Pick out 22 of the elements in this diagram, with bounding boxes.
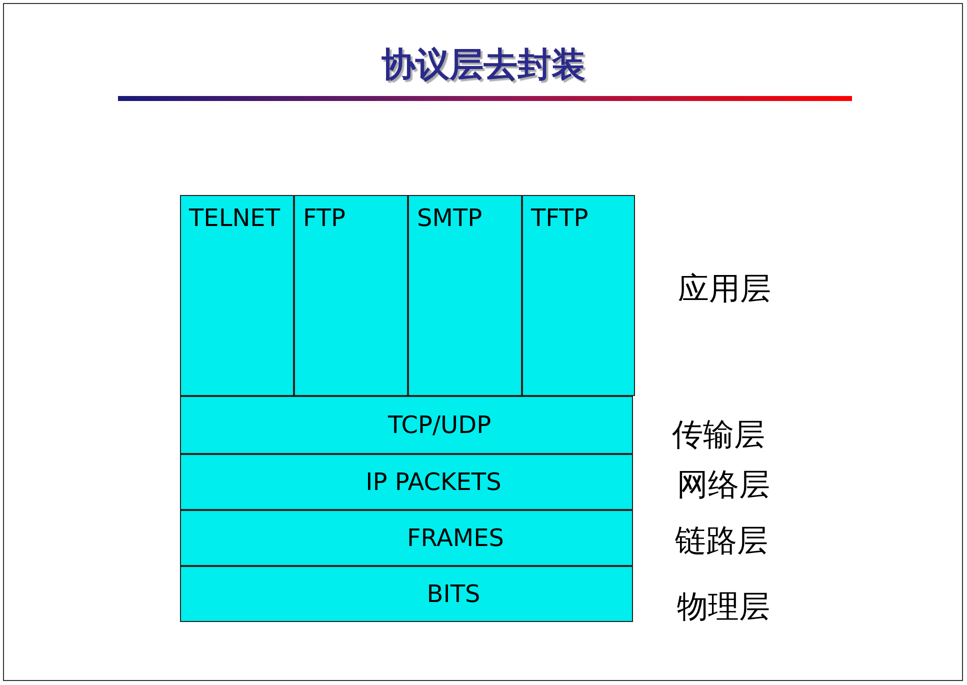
protocol-label: TELNET	[189, 204, 280, 232]
protocol-box	[408, 195, 522, 396]
layer-label: 传输层	[672, 416, 765, 455]
layer-label: 链路层	[675, 522, 768, 561]
title: 协议层去封装	[380, 44, 586, 87]
protocol-label: FTP	[303, 204, 346, 232]
protocol-box	[180, 454, 633, 510]
protocol-box	[522, 195, 635, 396]
protocol-label: FRAMES	[406, 524, 506, 552]
protocol-label: SMTP	[417, 204, 482, 232]
protocol-label: IP PACKETS	[364, 468, 502, 496]
protocol-box	[294, 195, 408, 396]
protocol-label: TFTP	[531, 204, 588, 232]
protocol-box	[180, 566, 633, 622]
layer-label: 网络层	[677, 466, 770, 505]
layer-label: 应用层	[678, 270, 771, 309]
protocol-box	[180, 396, 633, 454]
protocol-label: BITS	[426, 580, 482, 608]
protocol-label: TCP/UDP	[386, 411, 492, 439]
layer-label: 物理层	[677, 588, 770, 627]
protocol-box	[180, 510, 633, 566]
protocol-box	[180, 195, 294, 396]
